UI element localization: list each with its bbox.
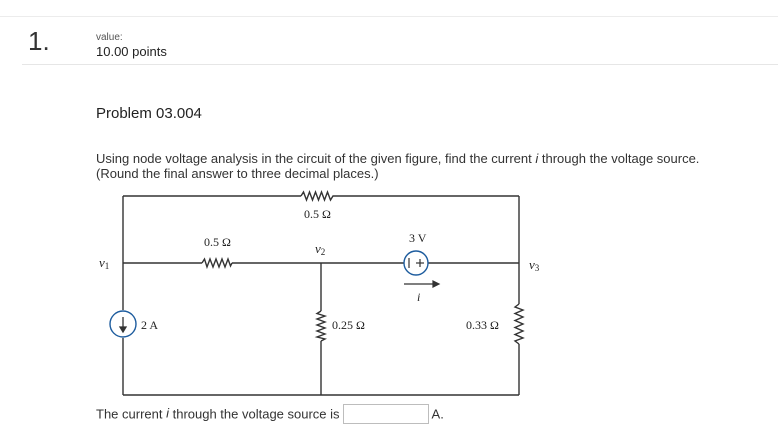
prompt-text-1: Using node voltage analysis in the circu… [96, 151, 536, 166]
label-node-v3: v3 [529, 257, 540, 273]
label-source-i: 2 A [141, 318, 158, 332]
prompt-text-3: (Round the final answer to three decimal… [96, 166, 379, 181]
header-divider [22, 64, 778, 65]
prompt-text-2: through the voltage source. [538, 151, 700, 166]
label-node-v1: v1 [99, 255, 109, 271]
problem-title: Problem 03.004 [96, 105, 202, 122]
resistor-center [314, 310, 328, 342]
label-r-top: 0.5 Ω [304, 207, 331, 221]
answer-row: The current i through the voltage source… [96, 404, 444, 424]
answer-text-1: The current [96, 406, 167, 422]
prompt-var: i [535, 151, 539, 166]
voltage-source-polarity [408, 258, 424, 268]
value-label: value: [96, 32, 123, 43]
question-number: 1. [28, 26, 50, 56]
answer-text-2: through the voltage source is [168, 406, 340, 422]
current-i-arrow [404, 280, 441, 288]
resistor-mid [201, 256, 233, 270]
circuit-diagram: 0.5 Ω 0.5 Ω 0.25 Ω 0.33 Ω 3 V 2 A i v1 v… [99, 190, 540, 396]
label-r-center: 0.25 Ω [332, 318, 365, 332]
current-source-arrow [118, 317, 128, 334]
label-r-mid: 0.5 Ω [204, 235, 231, 249]
label-node-v2: v2 [315, 241, 325, 257]
answer-var: i [166, 405, 169, 421]
problem-prompt: Using node voltage analysis in the circu… [96, 151, 766, 181]
current-source [109, 310, 137, 338]
label-source-v: 3 V [409, 231, 427, 245]
points-value: 10.00 points [96, 44, 167, 59]
voltage-source [403, 250, 429, 276]
label-current-i: i [417, 290, 420, 304]
answer-input[interactable] [342, 404, 429, 424]
label-r-right: 0.33 Ω [466, 318, 499, 332]
resistor-right [513, 303, 525, 345]
top-divider [0, 16, 778, 17]
resistor-top [300, 190, 335, 202]
answer-unit: A. [431, 406, 444, 422]
